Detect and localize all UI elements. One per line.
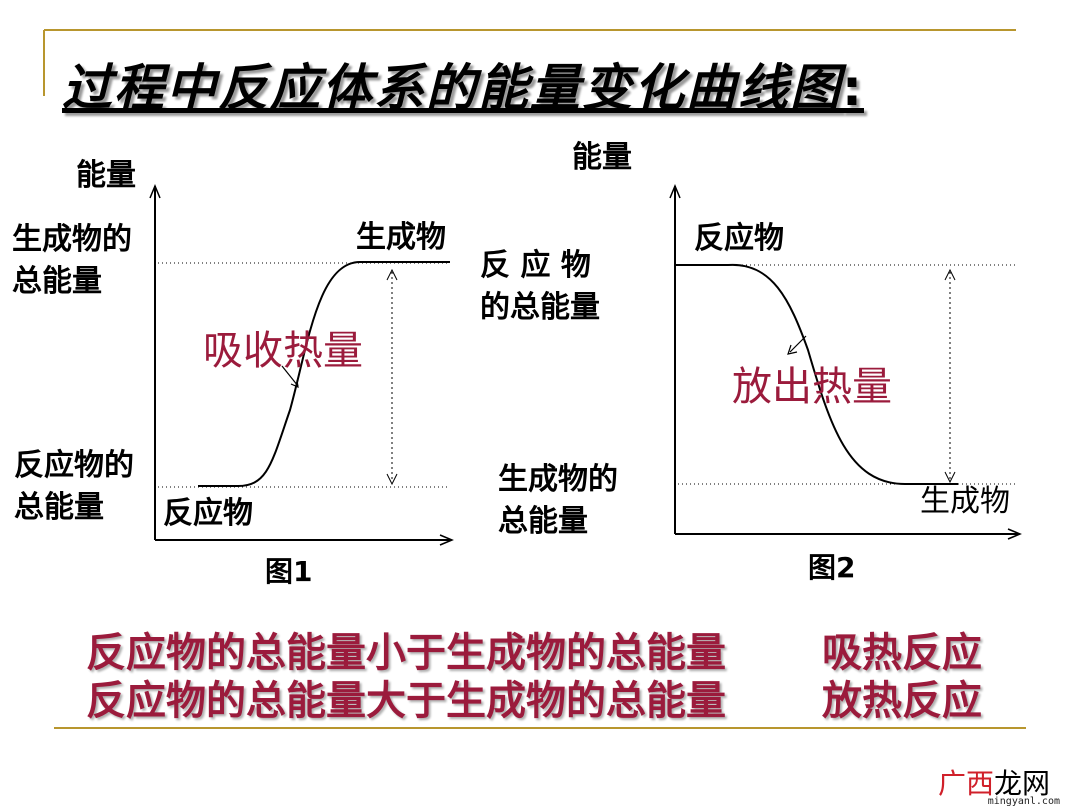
fig1-pointer-head [290, 379, 299, 388]
fig2-reactant-energy-label-line2: 的总能量 [480, 290, 600, 325]
fig1-heat-label: 吸收热量 [203, 328, 363, 374]
fig2-reactant-energy-label-line1: 反 应 物 [480, 248, 591, 283]
conclusion-exothermic-result: 放热反应 [822, 678, 982, 724]
fig1-reactant-energy-label-line1: 反应物的 [14, 448, 134, 483]
fig2-x-arrowhead [1007, 528, 1022, 540]
fig1-energy-curve [198, 261, 450, 487]
conclusion-exothermic-condition: 反应物的总能量大于生成物的总能量 [86, 678, 726, 724]
conclusion-endothermic-condition: 反应物的总能量小于生成物的总能量 [86, 630, 726, 676]
watermark-black-text: 龙网 [993, 767, 1050, 800]
fig2-product-energy-label-line1: 生成物的 [498, 462, 618, 497]
fig1-product-energy-label-line1: 生成物的 [12, 222, 132, 257]
fig2-product-label: 生成物 [920, 484, 1010, 519]
fig1-caption: 图1 [265, 555, 313, 588]
fig2-label-pointer [789, 335, 807, 353]
fig2-pointer-head [787, 344, 798, 355]
watermark-logo: 广西龙网 [938, 762, 1050, 802]
fig2-heat-arrow-bottom [944, 471, 956, 484]
fig2-y-arrowhead [669, 184, 681, 199]
fig1-x-arrowhead [439, 534, 454, 546]
watermark-url: mingyanl.com [987, 796, 1060, 807]
fig1-y-arrowhead [149, 184, 161, 199]
fig2-heat-label: 放出热量 [732, 364, 892, 410]
figure1-diagram [149, 184, 454, 546]
fig1-reactant-label: 反应物 [163, 496, 253, 531]
fig2-heat-arrow-top [944, 268, 956, 281]
fig2-reactant-label: 反应物 [694, 221, 784, 256]
conclusion-endothermic-result: 吸热反应 [822, 630, 982, 676]
fig1-heat-arrow-top [386, 268, 398, 281]
title-text: 过程中反应体系的能量变化曲线图 [62, 59, 842, 117]
fig1-product-label: 生成物 [356, 220, 446, 255]
page-title: 过程中反应体系的能量变化曲线图: [62, 48, 864, 120]
fig1-heat-arrow-bottom [386, 473, 398, 486]
fig1-label-pointer [281, 365, 299, 387]
figure2-diagram [669, 184, 1022, 540]
fig2-caption: 图2 [808, 551, 856, 584]
fig2-product-energy-label-line2: 总能量 [498, 504, 588, 539]
title-colon: : [842, 59, 864, 117]
watermark-red-text: 广西 [937, 767, 994, 800]
fig1-reactant-energy-label-line2: 总能量 [14, 490, 104, 525]
fig1-product-energy-label-line2: 总能量 [12, 264, 102, 299]
fig1-y-axis-label: 能量 [76, 158, 136, 193]
fig2-energy-curve [675, 263, 958, 485]
fig2-y-axis-label: 能量 [572, 140, 632, 175]
